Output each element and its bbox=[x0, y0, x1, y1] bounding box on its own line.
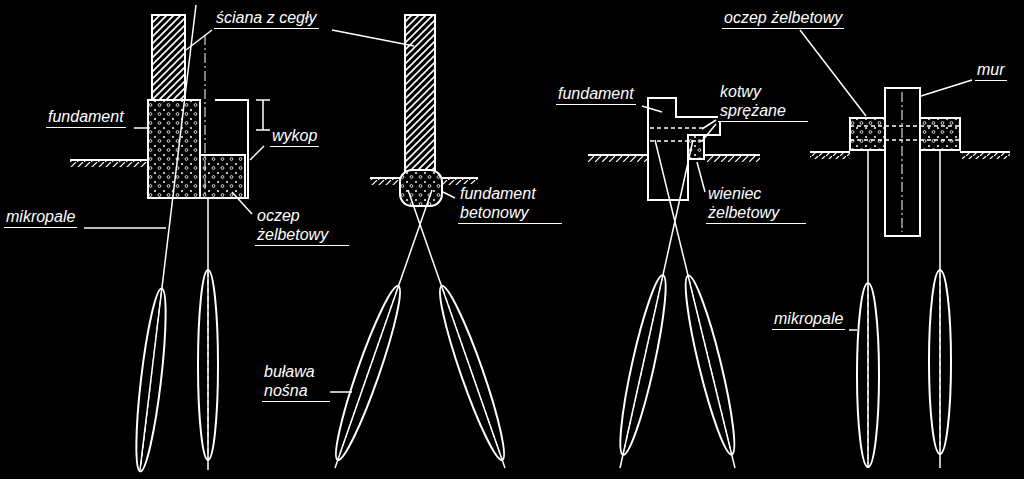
leader-line bbox=[134, 127, 150, 129]
micropile-bulb bbox=[198, 270, 218, 460]
micropile-bulb bbox=[857, 283, 879, 467]
callout-label: wykop bbox=[270, 126, 319, 147]
callout-label: fundament bbox=[46, 107, 126, 128]
anchor bbox=[850, 126, 960, 140]
callout-label: fundament bbox=[556, 84, 636, 105]
leader-line bbox=[84, 227, 166, 229]
micropile-bulb bbox=[130, 287, 171, 472]
ground-hatch bbox=[370, 179, 400, 185]
bulb-axis bbox=[624, 279, 662, 451]
leader-line bbox=[250, 146, 264, 160]
concrete-foundation bbox=[400, 170, 442, 206]
bulb-axis bbox=[141, 293, 162, 468]
prestressed-anchor bbox=[650, 128, 706, 141]
micropile-bulb bbox=[431, 282, 512, 463]
leader-line bbox=[697, 162, 705, 192]
figure-1 bbox=[70, 5, 270, 473]
bulb-axis bbox=[868, 286, 869, 464]
micropile-bulb bbox=[612, 273, 673, 457]
leader-line bbox=[921, 80, 972, 96]
callout-label: mikropale bbox=[4, 207, 77, 228]
brick-wall bbox=[152, 15, 185, 100]
bulb-outline bbox=[327, 282, 408, 463]
bulb-outline bbox=[612, 273, 673, 457]
callout-label: oczep żelbetowy bbox=[722, 8, 844, 29]
leader-line bbox=[702, 120, 716, 141]
pile-cap bbox=[850, 118, 885, 150]
bulb-outline bbox=[130, 287, 171, 472]
bulb-axis bbox=[689, 280, 731, 451]
pile-cap bbox=[200, 155, 245, 198]
masonry-wall bbox=[885, 88, 920, 236]
pile-cap bbox=[920, 118, 960, 150]
center-line bbox=[902, 92, 903, 232]
center-line bbox=[205, 35, 206, 198]
figure-4 bbox=[810, 88, 1010, 468]
callout-label: buława nośna bbox=[262, 362, 330, 402]
micropile bbox=[335, 190, 432, 468]
leader-line bbox=[332, 30, 414, 46]
ground-hatch bbox=[70, 161, 148, 167]
bulb-axis bbox=[443, 290, 501, 456]
ring-beam bbox=[688, 135, 704, 159]
figure-3 bbox=[588, 98, 760, 468]
excavation-outline bbox=[200, 100, 248, 198]
ground-hatch bbox=[588, 156, 648, 162]
ground-hatch bbox=[962, 153, 1010, 159]
leader-line bbox=[642, 106, 662, 112]
callout-label: mikropale bbox=[772, 309, 845, 330]
callout-label: mur bbox=[975, 60, 1007, 81]
micropile-bulb bbox=[327, 282, 408, 463]
micropile bbox=[408, 190, 505, 468]
micropile-bulb bbox=[929, 270, 951, 454]
excavation-dimension bbox=[256, 100, 270, 130]
brick-wall bbox=[405, 15, 435, 175]
callout-label: fundament betonowy bbox=[458, 184, 562, 224]
ground-hatch bbox=[810, 153, 850, 159]
micropile-bulb bbox=[678, 273, 743, 457]
callout-label: ściana z cegły bbox=[214, 8, 319, 29]
micropile bbox=[140, 5, 196, 470]
ground-line bbox=[588, 154, 760, 156]
ground-hatch bbox=[706, 156, 760, 162]
leader-line bbox=[800, 30, 866, 116]
leader-lines bbox=[84, 30, 972, 392]
callout-label: kotwy sprężane bbox=[718, 82, 808, 122]
bulb-outline bbox=[678, 273, 743, 457]
bulb-outline bbox=[431, 282, 512, 463]
micropile bbox=[620, 140, 693, 468]
micropile bbox=[207, 198, 209, 470]
bulb-axis bbox=[208, 272, 209, 458]
leader-line bbox=[186, 30, 212, 50]
ground-line bbox=[70, 159, 148, 161]
ground-line bbox=[810, 151, 1010, 153]
callout-label: oczep żelbetowy bbox=[255, 206, 349, 246]
figure-2 bbox=[327, 15, 512, 468]
bulb-axis bbox=[339, 290, 397, 456]
bulb-axis bbox=[940, 273, 941, 451]
leader-line bbox=[849, 329, 857, 331]
leader-line bbox=[443, 192, 455, 198]
callout-label: wieniec żelbetowy bbox=[706, 184, 806, 224]
leader-line bbox=[232, 192, 252, 214]
